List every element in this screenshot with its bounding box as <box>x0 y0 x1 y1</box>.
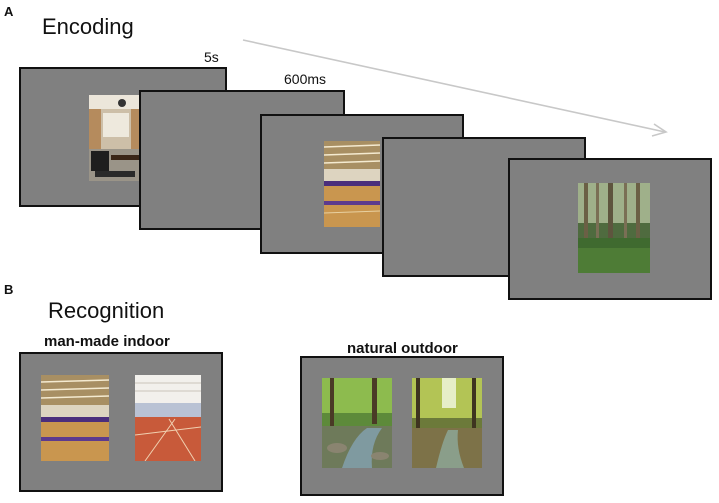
gymnasium-image <box>324 141 380 227</box>
category-label-man-made-indoor: man-made indoor <box>44 333 170 350</box>
recognition-screen-outdoor <box>300 356 504 496</box>
red-floor-gymnasium-image <box>135 375 201 461</box>
recognition-screen-indoor <box>19 352 223 492</box>
recognition-title: Recognition <box>48 298 165 323</box>
panel-b-letter: B <box>4 282 14 297</box>
gymnasium-image <box>41 375 109 461</box>
timing-label-600ms: 600ms <box>284 71 327 87</box>
trial-screen-5 <box>508 158 712 300</box>
timing-label-5s: 5s <box>204 49 219 65</box>
panel-a-letter: A <box>4 4 14 19</box>
forest-image <box>578 183 650 273</box>
sunlit-forest-creek-image <box>412 378 482 468</box>
trial-screen-1 <box>19 67 227 207</box>
conference-room-image <box>89 95 143 181</box>
category-label-natural-outdoor: natural outdoor <box>347 340 458 357</box>
encoding-title: Encoding <box>42 14 134 39</box>
forest-creek-image <box>322 378 392 468</box>
